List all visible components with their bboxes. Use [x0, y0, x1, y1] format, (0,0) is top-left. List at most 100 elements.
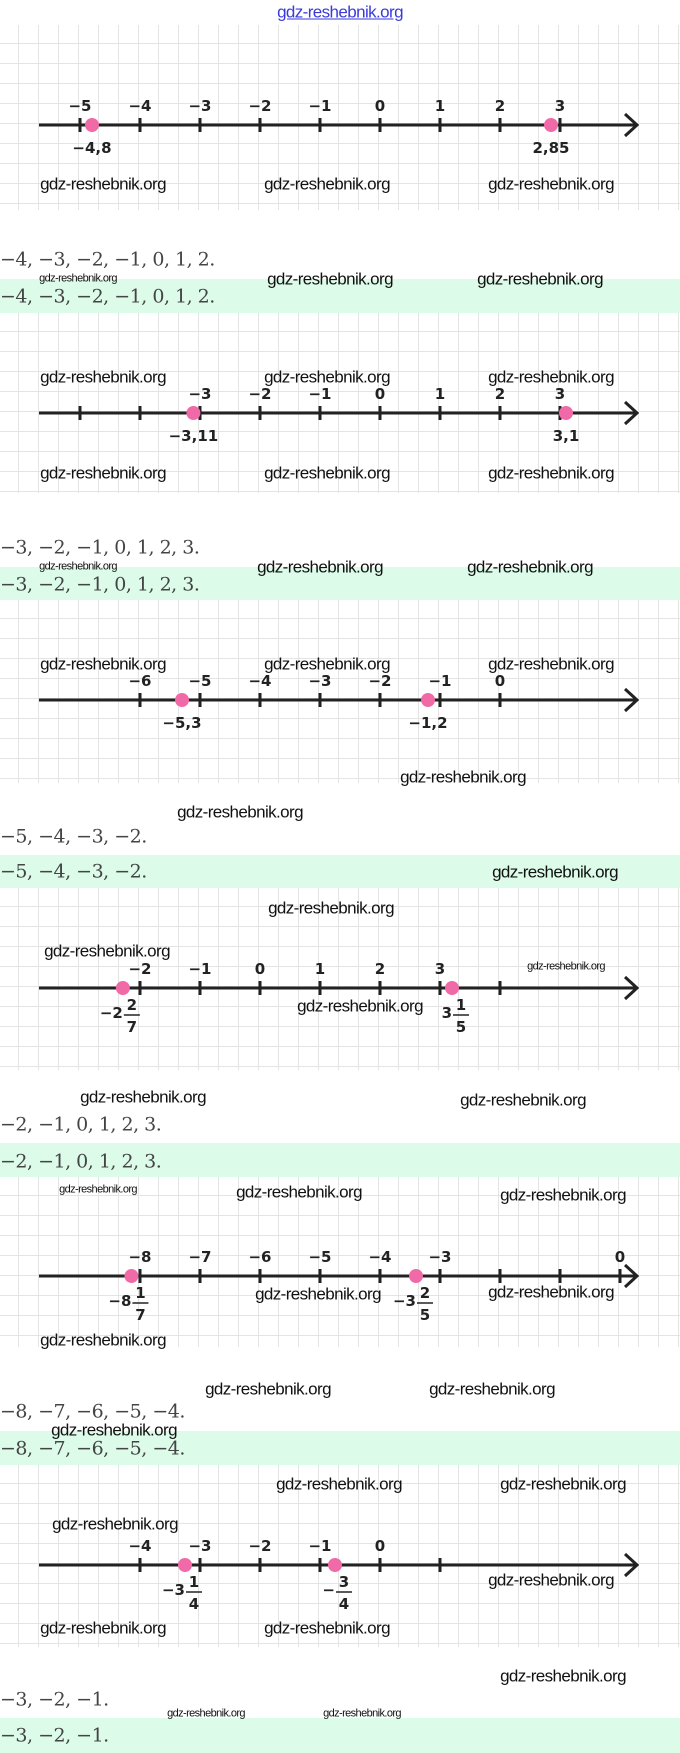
watermark: gdz-reshebnik.org — [467, 557, 593, 577]
watermark: gdz-reshebnik.org — [264, 174, 390, 194]
answer-text-highlighted: −3, −2, −1. — [0, 1724, 109, 1747]
point-label-denominator: 7 — [135, 1306, 145, 1324]
watermark: gdz-reshebnik.org — [429, 1379, 555, 1399]
answer-text: −4, −3, −2, −1, 0, 1, 2. — [0, 248, 215, 271]
tick-label: −1 — [308, 1537, 331, 1555]
point-label-denominator: 4 — [189, 1595, 199, 1613]
tick-label: 0 — [495, 672, 505, 690]
answer-band-5 — [0, 1431, 680, 1465]
watermark: gdz-reshebnik.org — [40, 463, 166, 483]
tick-label: 1 — [435, 385, 445, 403]
answer-band-2 — [0, 567, 680, 600]
point-label-numerator: 3 — [339, 1573, 349, 1591]
watermark: gdz-reshebnik.org — [500, 1474, 626, 1494]
tick-label: −6 — [248, 1248, 271, 1266]
point-marker — [409, 1269, 423, 1283]
watermark: gdz-reshebnik.org — [236, 1182, 362, 1202]
watermark: gdz-reshebnik.org — [297, 996, 423, 1016]
watermark: gdz-reshebnik.org — [264, 1618, 390, 1638]
answer-text-highlighted: −3, −2, −1, 0, 1, 2, 3. — [0, 573, 200, 596]
tick-label: 3 — [555, 97, 565, 115]
point-label: 2,85 — [532, 139, 569, 157]
watermark: gdz-reshebnik.org — [264, 654, 390, 674]
tick-label: 3 — [435, 960, 445, 978]
tick-label: −3 — [188, 385, 211, 403]
point-label-denominator: 7 — [127, 1018, 137, 1036]
point-label: −5,3 — [162, 714, 201, 732]
watermark: gdz-reshebnik.org — [500, 1185, 626, 1205]
tick-label: −3 — [428, 1248, 451, 1266]
watermark: gdz-reshebnik.org — [80, 1087, 206, 1107]
watermark: gdz-reshebnik.org — [323, 1707, 401, 1720]
watermark: gdz-reshebnik.org — [488, 654, 614, 674]
watermark: gdz-reshebnik.org — [488, 174, 614, 194]
point-label: −1,2 — [408, 714, 447, 732]
tick-label: −7 — [188, 1248, 211, 1266]
answer-band-3 — [0, 855, 680, 888]
watermark: gdz-reshebnik.org — [488, 367, 614, 387]
answer-band-4 — [0, 1143, 680, 1177]
answer-band-1 — [0, 279, 680, 313]
point-label-numerator: 2 — [420, 1284, 430, 1302]
watermark: gdz-reshebnik.org — [59, 1183, 137, 1196]
answer-text: −5, −4, −3, −2. — [0, 825, 147, 848]
watermark: gdz-reshebnik.org — [40, 1618, 166, 1638]
tick-label: −3 — [188, 1537, 211, 1555]
tick-label: −8 — [128, 1248, 151, 1266]
grid-panel-4 — [0, 888, 680, 1070]
watermark: gdz-reshebnik.org — [264, 463, 390, 483]
point-marker — [328, 1558, 342, 1572]
point-label-whole: −2 — [100, 1004, 123, 1022]
watermark: gdz-reshebnik.org — [276, 1474, 402, 1494]
watermark: gdz-reshebnik.org — [488, 1282, 614, 1302]
point-marker — [421, 693, 435, 707]
answer-text: −3, −2, −1, 0, 1, 2, 3. — [0, 536, 200, 559]
axis-arrow-icon — [623, 687, 640, 713]
watermark: gdz-reshebnik.org — [268, 898, 394, 918]
tick-label: 2 — [495, 385, 505, 403]
answer-text-highlighted: −4, −3, −2, −1, 0, 1, 2. — [0, 285, 215, 308]
watermark: gdz-reshebnik.org — [257, 557, 383, 577]
watermark: gdz-reshebnik.org — [205, 1379, 331, 1399]
watermark: gdz-reshebnik.org — [477, 269, 603, 289]
watermark: gdz-reshebnik.org — [177, 802, 303, 822]
tick-label: 1 — [315, 960, 325, 978]
tick-label: −2 — [368, 672, 391, 690]
point-marker — [124, 1269, 139, 1283]
grid-panel-1 — [0, 25, 680, 210]
grid-panel-2 — [0, 313, 680, 493]
watermark: gdz-reshebnik.org — [500, 1666, 626, 1686]
tick-label: −5 — [188, 672, 211, 690]
tick-label: 1 — [435, 97, 445, 115]
point-marker — [445, 981, 459, 995]
tick-label: −1 — [308, 97, 331, 115]
answer-text: −3, −2, −1. — [0, 1688, 109, 1711]
point-label-denominator: 5 — [420, 1306, 430, 1324]
answer-band-6 — [0, 1718, 680, 1753]
point-label-whole: −3 — [162, 1581, 185, 1599]
watermark: gdz-reshebnik.org — [39, 272, 117, 285]
axis-arrow-icon — [623, 400, 640, 426]
grid-panel-5 — [0, 1177, 680, 1347]
watermark: gdz-reshebnik.org — [40, 367, 166, 387]
tick-label: −3 — [188, 97, 211, 115]
point-label-whole: − — [322, 1581, 335, 1599]
tick-label: −1 — [428, 672, 451, 690]
point-label-whole: 3 — [442, 1004, 452, 1022]
watermark: gdz-reshebnik.org — [400, 767, 526, 787]
point-marker — [178, 1558, 192, 1572]
tick-label: −6 — [128, 672, 151, 690]
watermark: gdz-reshebnik.org — [267, 269, 393, 289]
tick-label: −2 — [248, 385, 271, 403]
watermark: gdz-reshebnik.org — [40, 654, 166, 674]
site-link[interactable]: gdz-reshebnik.org — [277, 2, 403, 22]
watermark: gdz-reshebnik.org — [40, 174, 166, 194]
watermark: gdz-reshebnik.org — [488, 1570, 614, 1590]
answer-text: −2, −1, 0, 1, 2, 3. — [0, 1113, 162, 1136]
tick-label: 0 — [255, 960, 265, 978]
